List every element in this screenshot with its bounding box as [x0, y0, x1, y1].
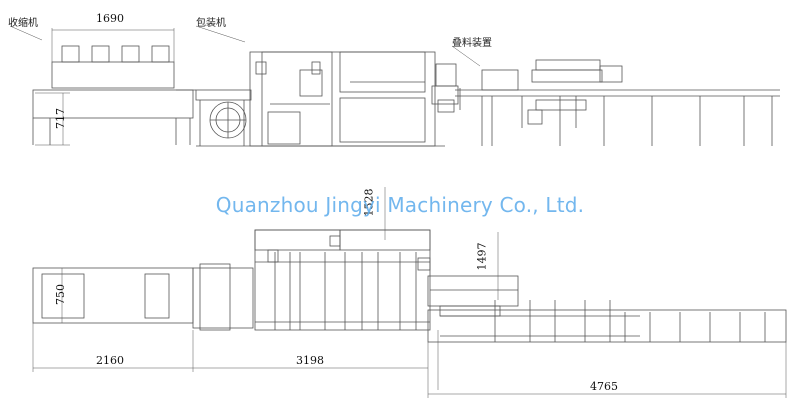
stacking-conveyor-elevation [437, 59, 780, 146]
elevation-view [9, 25, 780, 147]
shrink-machine-elevation [32, 28, 196, 146]
dimension-1690: 1690 [96, 12, 124, 25]
plan-view [32, 187, 787, 398]
stacking-device-label: 叠料装置 [452, 38, 492, 49]
conveyor-plan [427, 232, 787, 343]
dimension-3198: 3198 [296, 354, 324, 367]
packing-machine-label: 包装机 [196, 18, 226, 29]
dimension-750: 750 [54, 284, 67, 305]
dimension-2160: 2160 [96, 354, 124, 367]
company-watermark: Quanzhou Jingyi Machinery Co., Ltd. [215, 193, 585, 217]
shrink-machine-label: 收缩机 [8, 18, 38, 29]
packing-machine-plan [192, 187, 431, 331]
packing-machine-elevation [195, 51, 459, 147]
dimension-1497: 1497 [475, 242, 489, 271]
dimension-717: 717 [54, 108, 67, 129]
dimension-4765: 4765 [590, 380, 618, 393]
plan-dimension-lines [32, 323, 787, 398]
